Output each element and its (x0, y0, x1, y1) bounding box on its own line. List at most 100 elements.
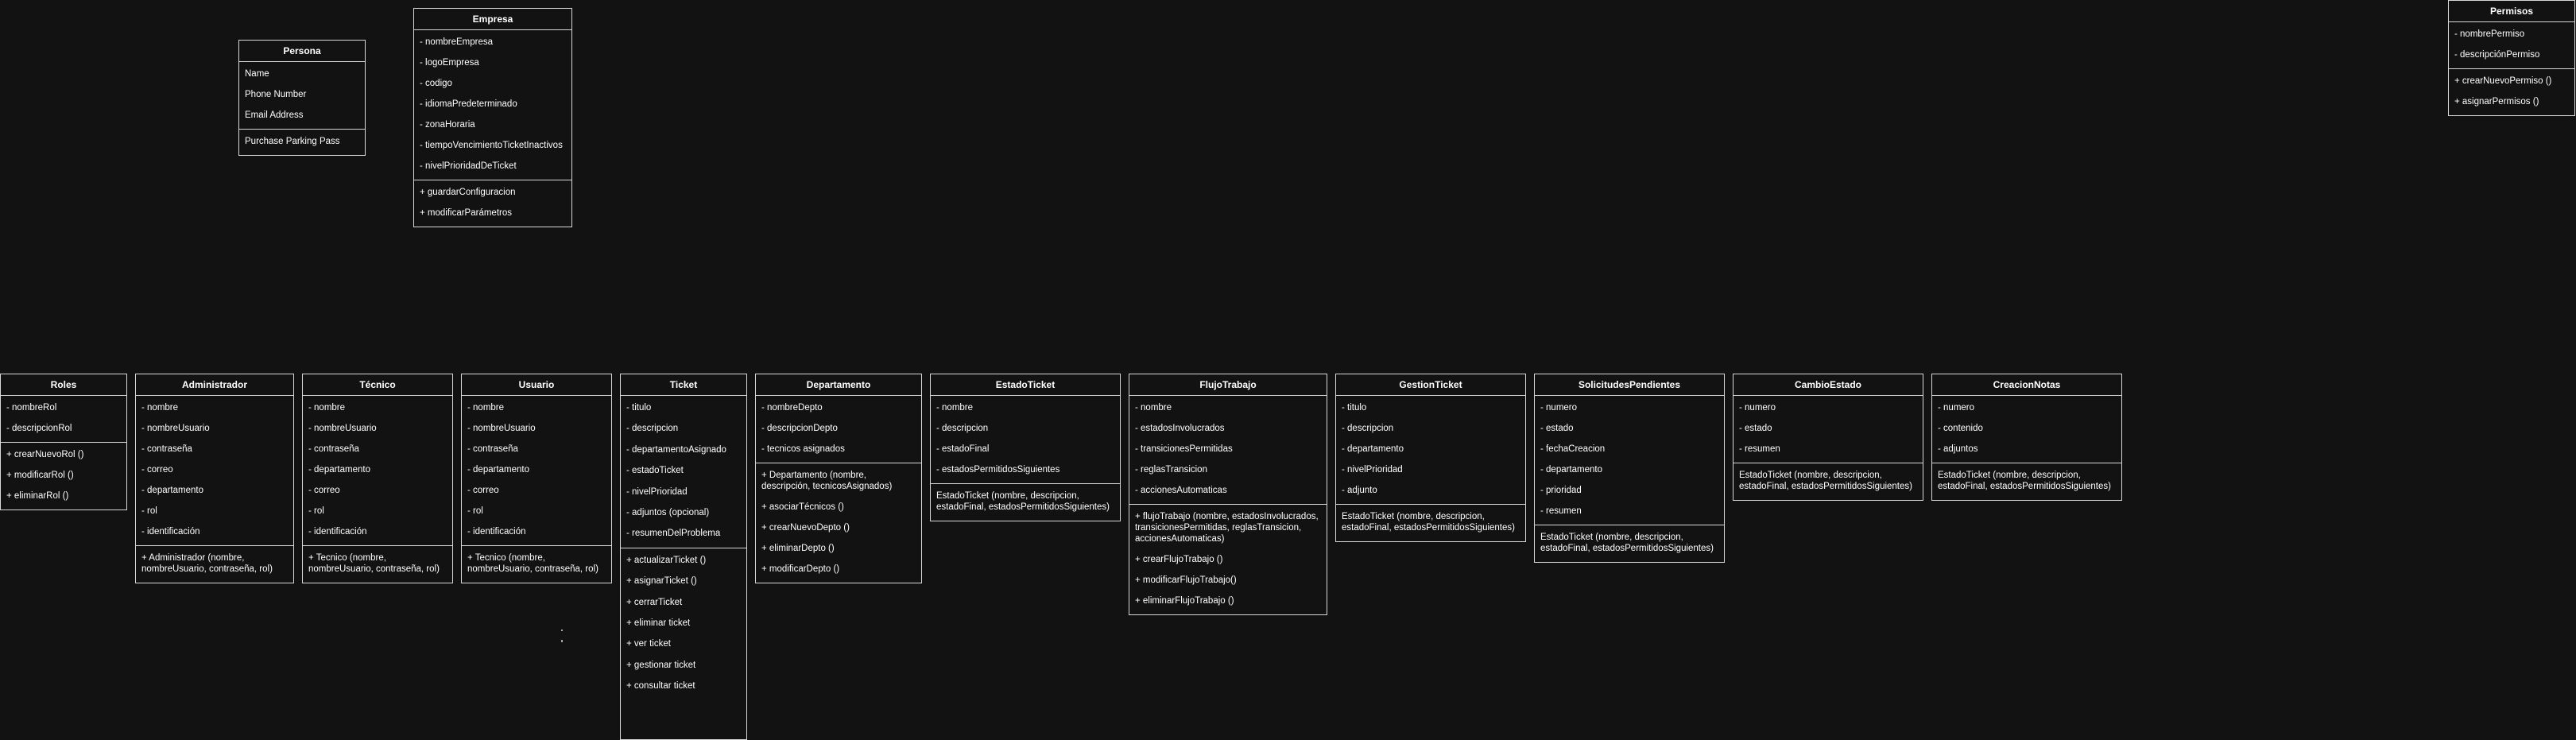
attribute-row: - codigo (420, 79, 452, 88)
attribute-row: - estadoTicket (626, 466, 684, 476)
attribute-row: - identificación (141, 527, 200, 537)
attributes-section: - numero- contenido- adjuntos (1932, 396, 2121, 463)
attribute-row: - departamento (1540, 465, 1602, 475)
method-row: + modificarFlujoTrabajo() (1135, 575, 1237, 585)
method-row: + eliminarDepto () (761, 544, 835, 553)
attribute-row: - contraseña (467, 444, 518, 454)
attribute-row: Name (245, 69, 269, 79)
attribute-row: - tiempoVencimientoTicketInactivos (420, 141, 563, 150)
attribute-row: - zonaHoraria (420, 120, 475, 130)
class-box-tecnico[interactable]: Técnico- nombre- nombreUsuario- contrase… (302, 374, 453, 583)
attributes-section: - nombre- descripcion- estadoFinal- esta… (931, 396, 1120, 483)
method-row: + eliminar ticket (626, 618, 691, 628)
method-row: EstadoTicket (nombre, descripcion, estad… (1540, 533, 1714, 553)
class-box-ticket[interactable]: Ticket- titulo- descripcion- departament… (620, 374, 747, 740)
attributes-section: - nombreEmpresa- logoEmpresa- codigo- id… (414, 30, 571, 180)
class-box-creacionnotas[interactable]: CreacionNotas- numero- contenido- adjunt… (1931, 374, 2122, 501)
attribute-row: - descripcion (1342, 424, 1394, 433)
attribute-row: - resumenDelProblema (626, 529, 721, 539)
attribute-row: - nivelPrioridad (1342, 465, 1403, 475)
class-box-administrador[interactable]: Administrador- nombre- nombreUsuario- co… (135, 374, 294, 583)
attribute-row: - descripcionDepto (761, 424, 838, 433)
class-box-empresa[interactable]: Empresa- nombreEmpresa- logoEmpresa- cod… (413, 8, 572, 227)
attribute-row: - nombreEmpresa (420, 37, 494, 47)
method-row: + modificarDepto () (761, 564, 840, 574)
class-box-gestionticket[interactable]: GestionTicket - titulo - descripcion - depa… (1335, 374, 1526, 542)
attributes-section: - nombreDepto - descripcionDepto - tecnico… (756, 396, 921, 463)
method-row: + flujoTrabajo (nombre, estadosInvolucra… (1135, 512, 1319, 544)
stray-mark (561, 630, 563, 631)
attribute-row: - nombre (141, 403, 179, 413)
attribute-row: - resumen (1739, 444, 1780, 454)
attributes-section: - numero- estado- resumen (1733, 396, 1923, 463)
attribute-row: - descripcion (626, 424, 679, 434)
attribute-row: - departamento (467, 465, 529, 475)
methods-section: + flujoTrabajo (nombre, estadosInvolucra… (1129, 504, 1327, 614)
method-row: + Tecnico (nombre, nombreUsuario, contra… (308, 553, 440, 574)
method-row: + crearFlujoTrabajo () (1135, 555, 1223, 564)
attributes-section: - nombreRol- descripcionRol (1, 396, 126, 442)
attribute-row: - departamento (1342, 444, 1404, 454)
attributes-section: - nombre- estadosInvolucrados- transicio… (1129, 396, 1327, 504)
class-box-permisos[interactable]: Permisos- nombrePermiso- descripciónPerm… (2448, 0, 2575, 116)
method-row: Purchase Parking Pass (245, 137, 340, 146)
attribute-row: - idiomaPredeterminado (420, 99, 517, 109)
attribute-row: - nombreUsuario (141, 424, 210, 433)
attribute-row: - correo (308, 486, 340, 495)
method-row: + eliminarRol () (6, 491, 69, 501)
method-row: + ver ticket (626, 639, 671, 649)
methods-section: EstadoTicket (nombre, descripcion, estad… (1932, 463, 2121, 500)
class-name: SolicitudesPendientes (1535, 374, 1724, 396)
class-name: GestionTicket (1336, 374, 1525, 396)
attribute-row: - accionesAutomaticas (1135, 486, 1227, 495)
class-name: CreacionNotas (1932, 374, 2121, 396)
attributes-section: - titulo - descripcion - departamentoAsign… (621, 396, 746, 548)
method-row: + modificarParámetros (420, 208, 512, 218)
attribute-row: - departamento (141, 486, 203, 495)
method-row: + guardarConfiguracion (420, 188, 516, 197)
class-box-solicitudespendientes[interactable]: SolicitudesPendientes- numero- estado- f… (1534, 374, 1725, 563)
attribute-row: - fechaCreacion (1540, 444, 1606, 454)
class-name: CambioEstado (1733, 374, 1923, 396)
class-box-flujotrabajo[interactable]: FlujoTrabajo- nombre- estadosInvolucrado… (1129, 374, 1327, 615)
methods-section: + Departamento (nombre, descripción, tec… (756, 463, 921, 583)
method-row: + consultar ticket (626, 681, 695, 692)
method-row: EstadoTicket (nombre, descripcion, estad… (1938, 471, 2111, 491)
attribute-row: - titulo (1342, 403, 1367, 413)
method-row: + Tecnico (nombre, nombreUsuario, contra… (467, 553, 598, 574)
methods-section: EstadoTicket (nombre, descripcion, estad… (931, 483, 1120, 521)
attributes-section: - nombrePermiso- descripciónPermiso (2449, 22, 2574, 68)
class-box-usuario[interactable]: Usuario- nombre- nombreUsuario- contrase… (461, 374, 612, 583)
method-row: EstadoTicket (nombre, descripcion, estad… (936, 491, 1110, 512)
attribute-row: - nombreUsuario (308, 424, 377, 433)
class-box-roles[interactable]: Roles- nombreRol- descripcionRol+ crearN… (0, 374, 127, 510)
attribute-row: - estado (1739, 424, 1772, 433)
attribute-row: - reglasTransicion (1135, 465, 1207, 475)
attribute-row: - tecnicos asignados (761, 444, 845, 454)
method-row: + crearNuevoPermiso () (2454, 76, 2552, 86)
attribute-row: - nombre (308, 403, 346, 413)
attribute-row: - rol (467, 506, 483, 516)
attribute-row: - nombreDepto (761, 403, 823, 413)
attribute-row: - numero (1938, 403, 1975, 413)
attribute-row: - correo (467, 486, 499, 495)
attributes-section: - nombre- nombreUsuario- contraseña- dep… (462, 396, 611, 545)
attribute-row: - departamentoAsignado (626, 444, 726, 455)
attribute-row: - titulo (626, 403, 652, 413)
class-name: Persona (239, 41, 365, 62)
class-name: Técnico (303, 374, 452, 396)
methods-section: Purchase Parking Pass (239, 129, 365, 155)
attribute-row: - numero (1540, 403, 1578, 413)
attributes-section: - titulo - descripcion - departamento - niv… (1336, 396, 1525, 504)
method-row: + crearNuevoRol () (6, 450, 84, 459)
attributes-section: - nombre- nombreUsuario- contraseña- dep… (303, 396, 452, 545)
class-box-estadoticket[interactable]: EstadoTicket- nombre- descripcion- estad… (930, 374, 1121, 521)
attribute-row: - nombre (936, 403, 974, 413)
class-box-departamento[interactable]: Departamento- nombreDepto- descripcionDe… (755, 374, 922, 583)
class-name: EstadoTicket (931, 374, 1120, 396)
class-name: FlujoTrabajo (1129, 374, 1327, 396)
methods-section: + actualizarTicket ()+ asignarTicket ()+… (621, 547, 746, 700)
